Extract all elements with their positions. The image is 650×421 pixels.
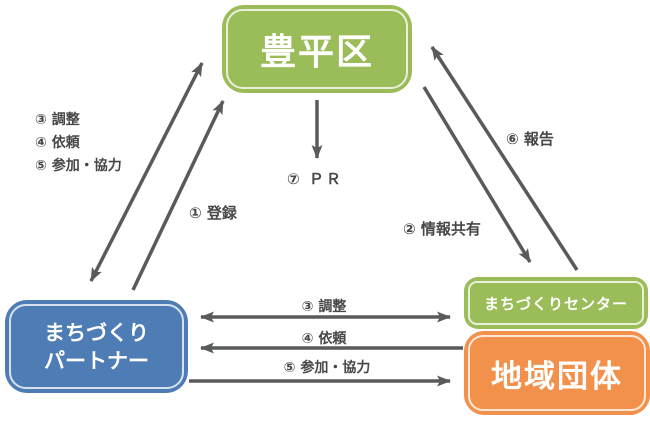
edge-label-participate-up: ⑤ 参加・協力	[35, 158, 122, 174]
partner-label-line1: まちづくり	[44, 320, 149, 345]
edge-label-pr: ⑦ ＰＲ	[287, 170, 343, 188]
edge-label-info-sharing: ② 情報共有	[403, 220, 481, 238]
edge-label-ward-partner-stack: ③ 調整 ④ 依頼 ⑤ 参加・協力	[35, 109, 122, 178]
arrow-info-sharing	[422, 86, 532, 263]
arrow-register	[131, 100, 225, 291]
partner-label-line2: パートナー	[44, 348, 149, 373]
node-community-group: 地域団体	[464, 331, 650, 415]
node-toyohira-ward-label: 豊平区	[259, 32, 374, 73]
arrow-report	[430, 46, 579, 271]
edge-label-coordination: ③ 調整	[301, 299, 347, 315]
node-machizukuri-partner: まちづくり パートナー	[5, 300, 188, 393]
node-community-group-label: 地域団体	[491, 358, 623, 395]
edge-label-participation: ⑤ 参加・協力	[283, 360, 371, 376]
edge-label-request: ④ 依頼	[301, 331, 347, 347]
edge-label-report: ⑥ 報告	[506, 130, 554, 148]
edge-label-request-up: ④ 依頼	[35, 135, 80, 151]
node-machizukuri-partner-label: まちづくり パートナー	[44, 319, 149, 375]
node-machizukuri-center-label: まちづくりセンター	[483, 294, 628, 313]
edge-label-adjust: ③ 調整	[35, 112, 80, 128]
node-toyohira-ward: 豊平区	[222, 5, 412, 93]
arrow-ward-partner-bidirectional	[89, 62, 204, 282]
edge-label-register: ① 登録	[189, 204, 237, 222]
node-machizukuri-center: まちづくりセンター	[464, 277, 648, 329]
